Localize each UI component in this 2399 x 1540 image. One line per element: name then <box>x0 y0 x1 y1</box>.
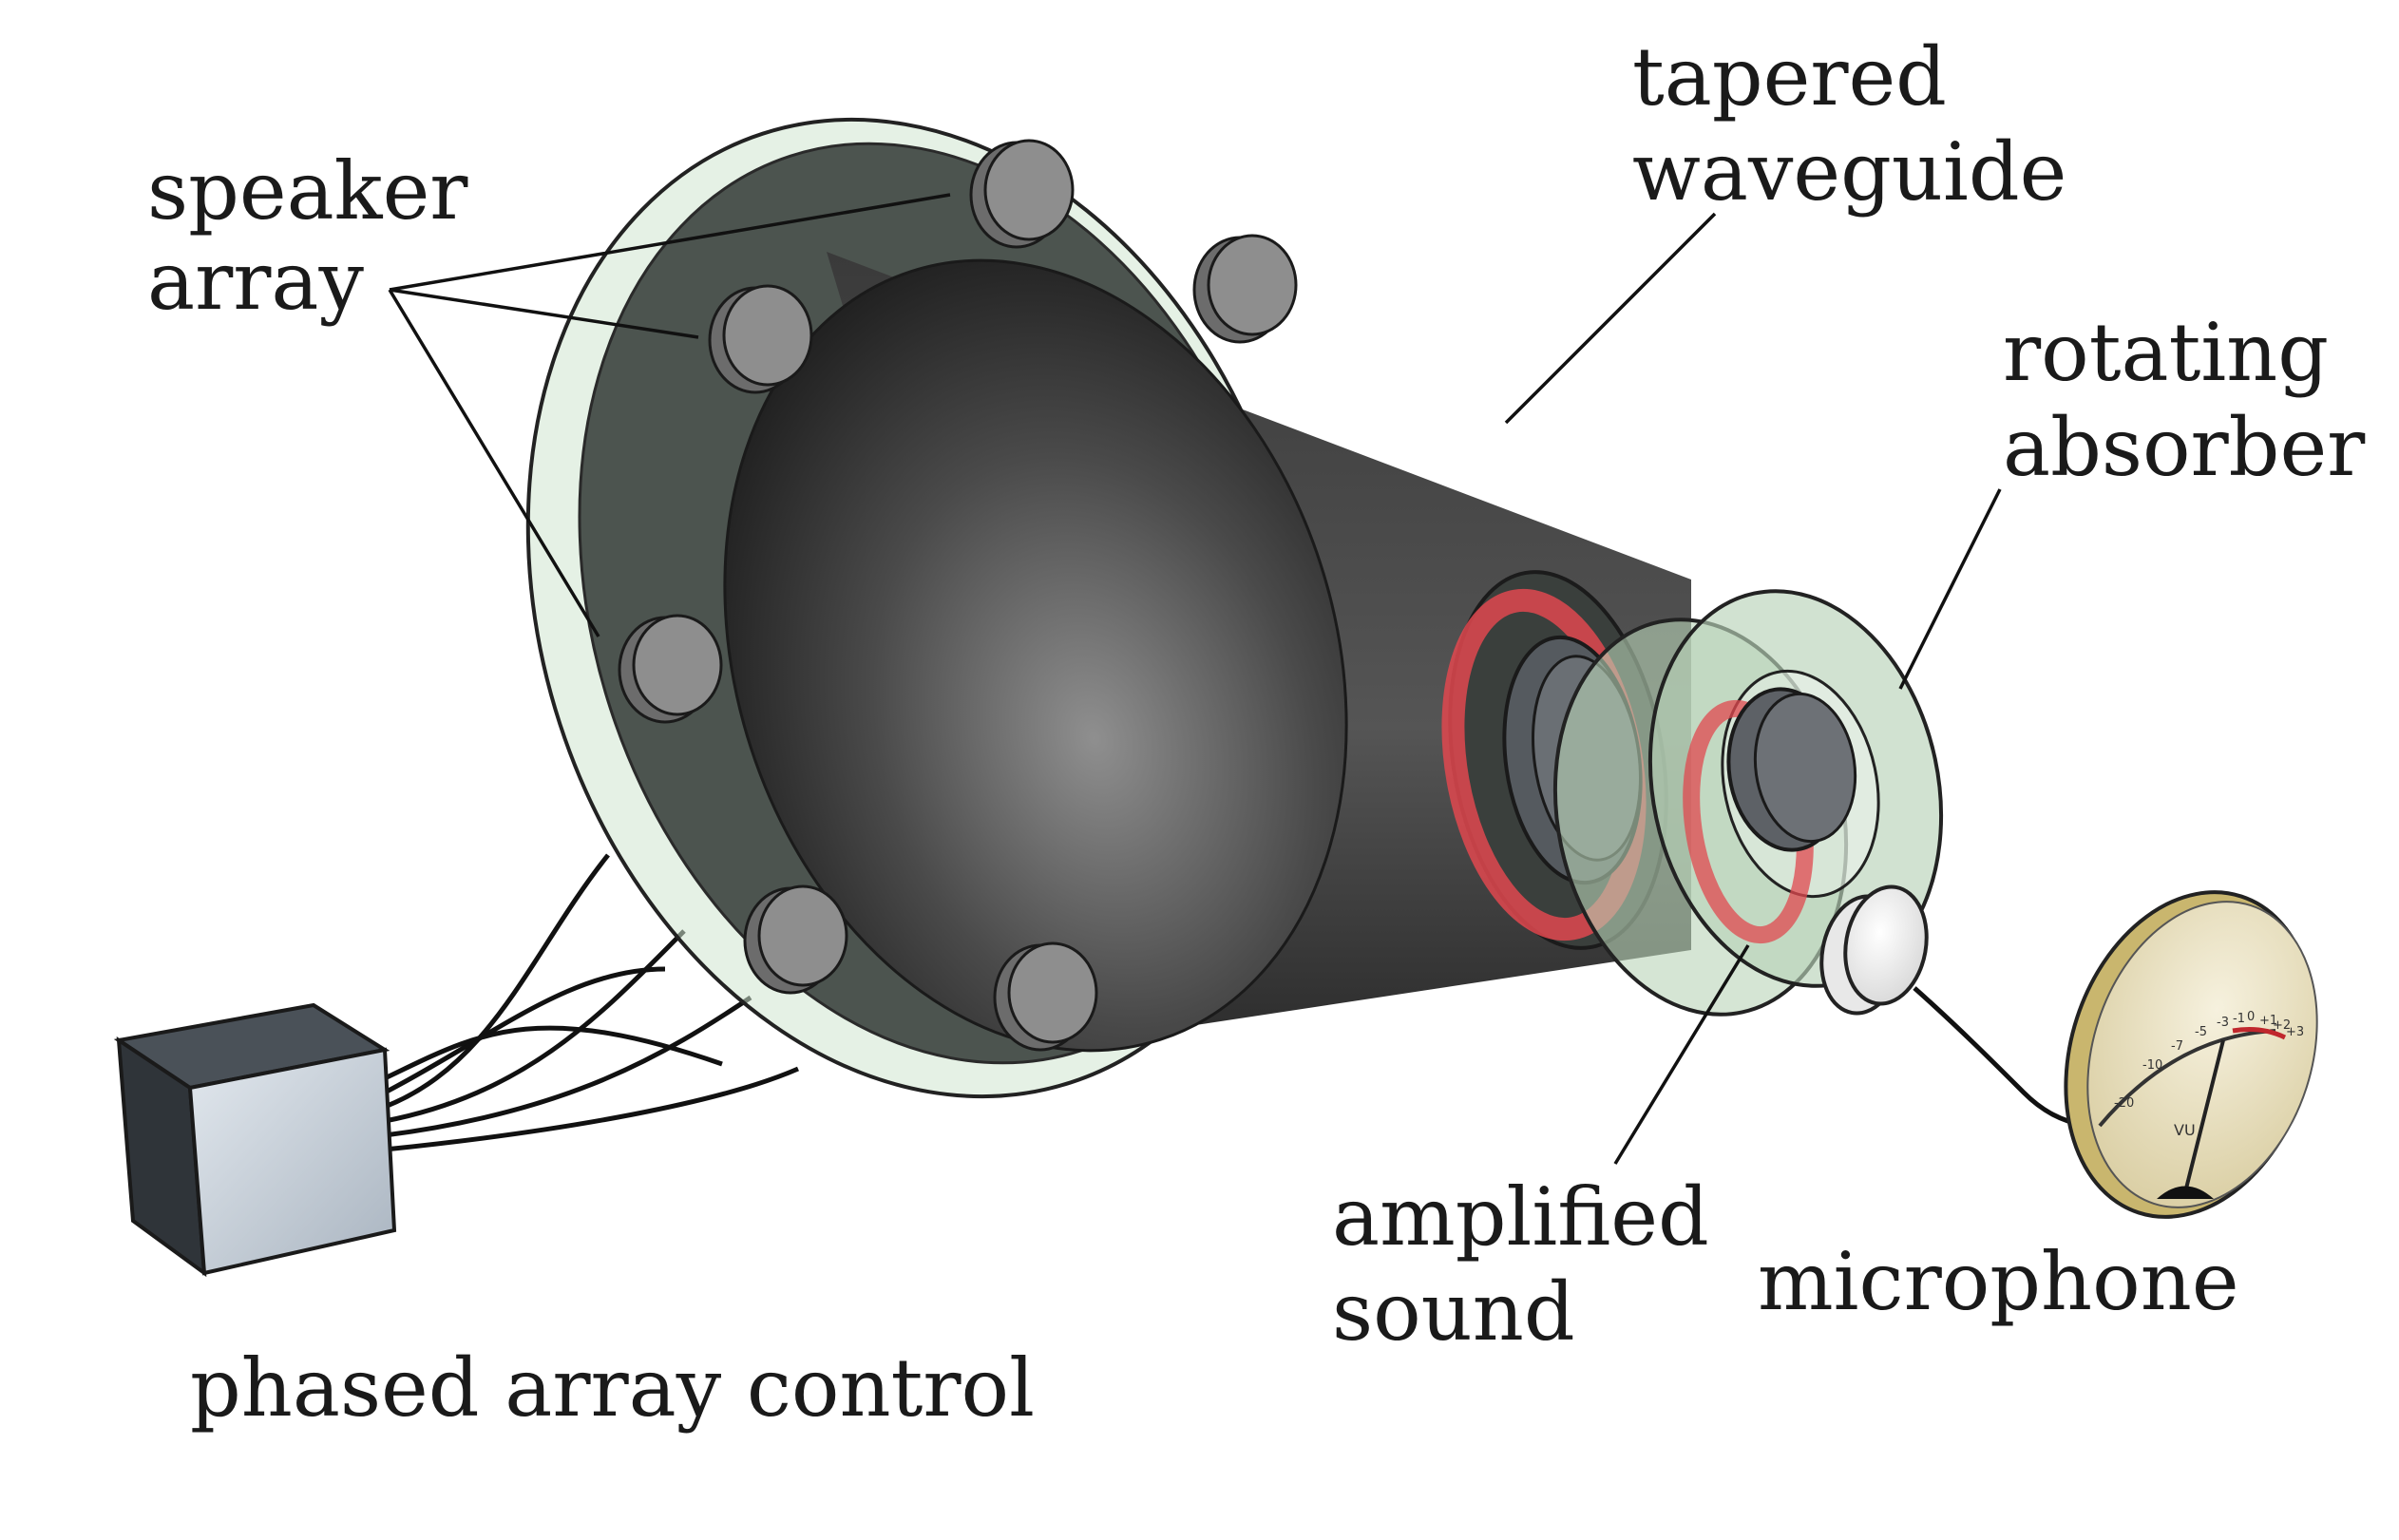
phased-array-control-box <box>113 1002 397 1278</box>
meter-tick: 0 <box>2247 1010 2255 1024</box>
label-microphone: microphone <box>1758 1235 2239 1328</box>
label-speaker-array-line1: speaker <box>147 144 468 238</box>
meter-unit-label: VU <box>2174 1121 2196 1139</box>
label-speaker-array-line2: array <box>147 235 364 328</box>
meter-tick: -7 <box>2171 1039 2183 1054</box>
speaker-2 <box>1192 234 1298 344</box>
meter-tick: -20 <box>2114 1096 2134 1111</box>
speaker-4 <box>618 614 723 724</box>
label-tapered-waveguide-line1: tapered <box>1632 30 1947 124</box>
speaker-1 <box>969 139 1075 249</box>
speaker-5 <box>743 884 848 995</box>
labels: speaker array tapered waveguide rotating… <box>147 30 2366 1435</box>
label-phased-array-control: phased array control <box>190 1341 1035 1435</box>
rotating-absorber <box>1552 589 1944 1017</box>
microphone-body <box>1819 884 2086 1129</box>
speaker-3 <box>708 284 813 394</box>
label-rotating-absorber-line2: absorber <box>2003 401 2366 494</box>
meter-tick: +2 <box>2273 1018 2291 1033</box>
vu-meter: -20 -10 -7 -5 -3 -1 0 +1 +2 +3 VU <box>2064 890 2318 1219</box>
meter-tick: -3 <box>2217 1016 2229 1030</box>
control-cables <box>383 853 800 1152</box>
speakers <box>618 139 1298 1052</box>
leader-lines <box>388 193 2002 1165</box>
label-tapered-waveguide-line2: waveguide <box>1632 125 2066 219</box>
meter-tick: +1 <box>2259 1014 2277 1028</box>
meter-tick: -5 <box>2195 1025 2207 1039</box>
meter-tick: -10 <box>2142 1058 2162 1073</box>
speaker-6 <box>993 941 1098 1052</box>
label-amplified-sound-line2: sound <box>1332 1265 1575 1359</box>
label-amplified-sound-line1: amplified <box>1332 1170 1709 1264</box>
meter-tick: -1 <box>2233 1012 2245 1026</box>
meter-scale-ticks: -20 -10 -7 -5 -3 -1 0 +1 +2 +3 VU <box>2114 1010 2304 1139</box>
meter-needle <box>2183 1039 2225 1193</box>
meter-tick: +3 <box>2286 1025 2304 1039</box>
label-rotating-absorber-line1: rotating <box>2003 306 2329 399</box>
